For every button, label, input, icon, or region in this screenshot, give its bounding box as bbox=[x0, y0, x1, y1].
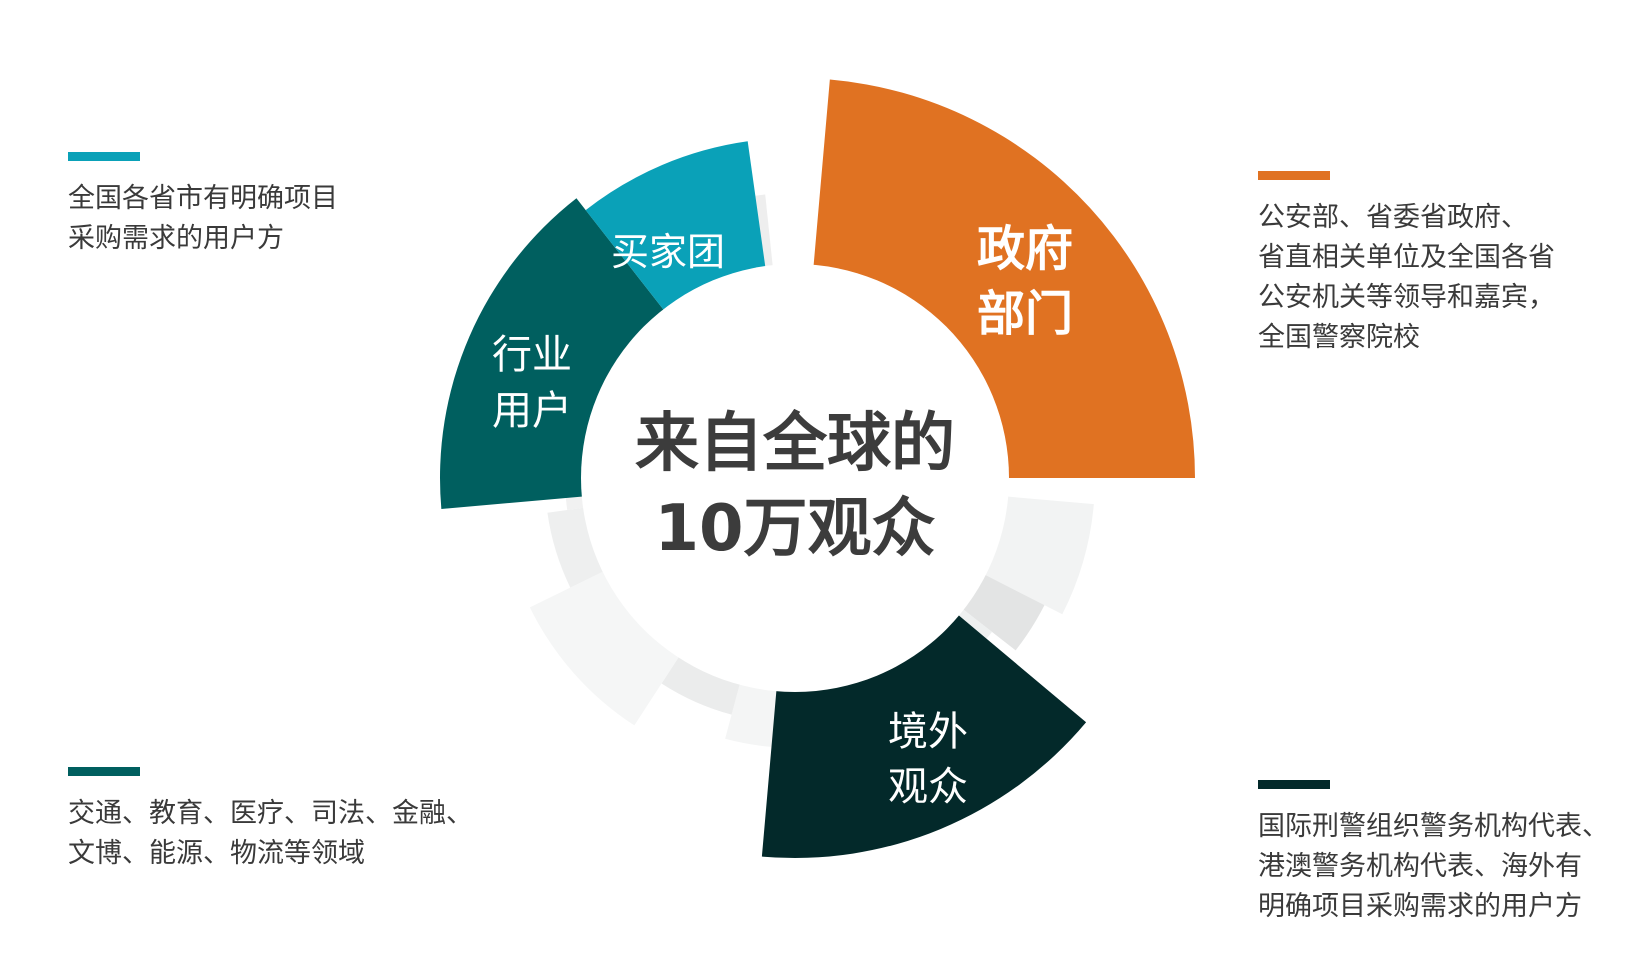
segment-overseas bbox=[761, 606, 1087, 858]
segment-arcs bbox=[440, 79, 1195, 858]
segment-label-overseas-line1: 境外 bbox=[888, 709, 968, 755]
callout-overseas-line: 港澳警务机构代表、海外有 bbox=[1258, 851, 1582, 882]
callout-overseas-line: 明确项目采购需求的用户方 bbox=[1258, 891, 1582, 922]
callout-government-color-bar bbox=[1258, 171, 1330, 180]
segment-industry bbox=[440, 198, 672, 509]
segment-label-overseas-line2: 观众 bbox=[888, 764, 968, 810]
callout-overseas: 国际刑警组织警务机构代表、 港澳警务机构代表、海外有 明确项目采购需求的用户方 bbox=[1258, 780, 1609, 927]
segment-label-industry-line1: 行业 bbox=[492, 332, 572, 378]
callout-overseas-color-bar bbox=[1258, 780, 1330, 789]
callout-industry-line: 交通、教育、医疗、司法、金融、 bbox=[68, 798, 473, 829]
callout-buyers-color-bar bbox=[68, 152, 140, 161]
segment-label-industry-line2: 用户 bbox=[492, 388, 572, 434]
callout-overseas-line: 国际刑警组织警务机构代表、 bbox=[1258, 811, 1609, 842]
callout-buyers-line: 采购需求的用户方 bbox=[68, 223, 284, 254]
segment-label-government-line2: 部门 bbox=[977, 286, 1073, 342]
segment-government bbox=[812, 79, 1195, 478]
callout-buyers: 全国各省市有明确项目 采购需求的用户方 bbox=[68, 152, 338, 259]
center-disc bbox=[581, 264, 1009, 692]
center-title-line2: 10万观众 bbox=[654, 492, 935, 566]
callout-buyers-line: 全国各省市有明确项目 bbox=[68, 183, 338, 214]
callout-industry-color-bar bbox=[68, 767, 140, 776]
callout-government-line: 公安机关等领导和嘉宾， bbox=[1258, 282, 1555, 313]
callout-government: 公安部、省委省政府、 省直相关单位及全国各省 公安机关等领导和嘉宾， 全国警察院… bbox=[1258, 171, 1555, 358]
callout-industry-line: 文博、能源、物流等领域 bbox=[68, 838, 365, 869]
center-title-line1: 来自全球的 bbox=[635, 407, 955, 481]
callout-government-line: 全国警察院校 bbox=[1258, 322, 1420, 353]
callout-government-line: 公安部、省委省政府、 bbox=[1258, 202, 1528, 233]
callout-government-line: 省直相关单位及全国各省 bbox=[1258, 242, 1555, 273]
segment-label-buyers: 买家团 bbox=[611, 230, 725, 274]
background-arc bbox=[661, 645, 744, 715]
segment-buyers bbox=[585, 141, 768, 321]
background-arc bbox=[529, 565, 687, 726]
callout-industry: 交通、教育、医疗、司法、金融、 文博、能源、物流等领域 bbox=[68, 767, 473, 874]
segment-label-government-line1: 政府 bbox=[977, 221, 1073, 277]
